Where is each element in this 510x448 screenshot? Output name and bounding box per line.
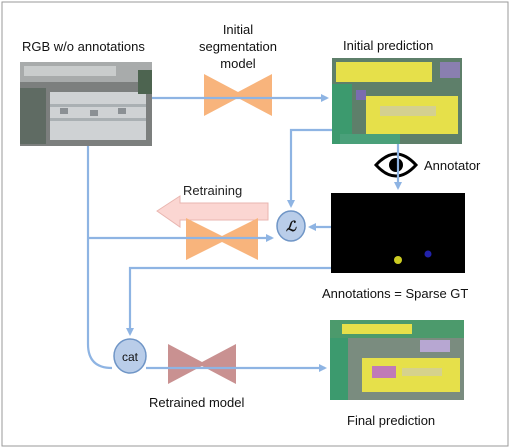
- initial-prediction-label: Initial prediction: [343, 38, 433, 53]
- retraining-label: Retraining: [183, 183, 242, 198]
- connectors: [86, 94, 402, 372]
- loss-node: [276, 210, 306, 242]
- retrained-model-icon: [168, 344, 236, 384]
- retraining-arrow-icon: [156, 195, 269, 228]
- cat-node: [113, 338, 147, 374]
- final-prediction-label: Final prediction: [347, 413, 435, 428]
- rgb-input-label: RGB w/o annotations: [22, 39, 145, 54]
- cat-label: cat: [122, 350, 139, 364]
- sparse-gt-image: [331, 193, 465, 273]
- eye-icon: [373, 152, 419, 178]
- initial-segmentation-model-icon: [204, 74, 272, 116]
- retrained-model-label: Retrained model: [149, 395, 244, 410]
- rgb-input-image: [20, 62, 152, 146]
- annotations-label: Annotations = Sparse GT: [322, 286, 468, 301]
- initial-model-label-line1: Initial: [223, 22, 253, 37]
- final-prediction-image: [330, 320, 464, 400]
- initial-model-label-line3: model: [220, 56, 256, 71]
- initial-prediction-image: [332, 58, 462, 144]
- initial-model-label-line2: segmentation: [199, 39, 277, 54]
- loss-symbol: ℒ: [286, 220, 297, 235]
- line-rgb-to-cat: [86, 238, 113, 370]
- annotator-label: Annotator: [424, 158, 481, 173]
- arrow-gt-to-cat: [126, 266, 331, 336]
- arrow-prediction-to-loss: [287, 128, 332, 208]
